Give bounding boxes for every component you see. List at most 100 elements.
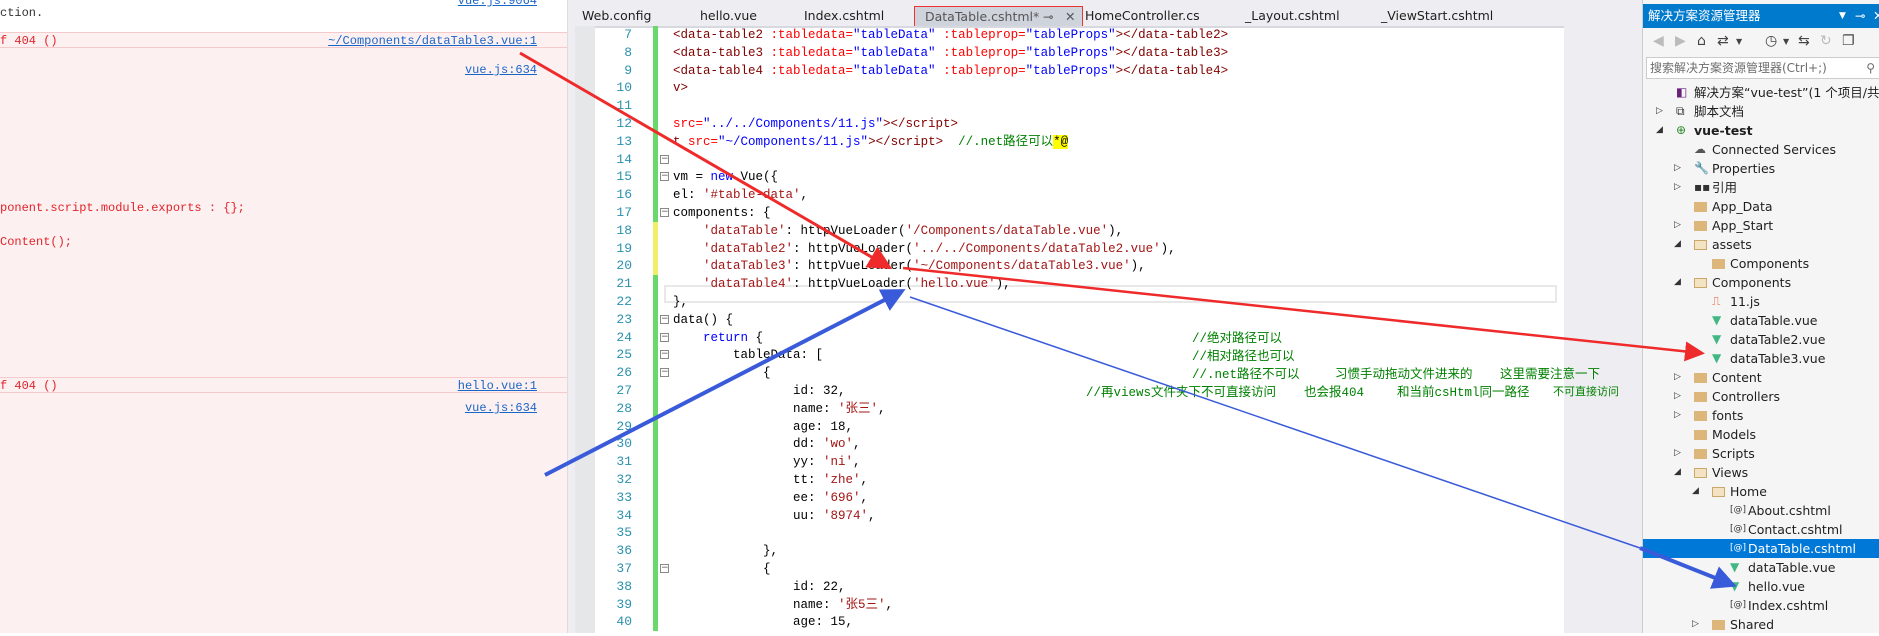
tree-item[interactable]: ▷ Scripts [1643,444,1879,463]
tree-item[interactable]: App_Data [1643,197,1879,216]
code-comment: //.net路径不可以 [1192,368,1300,382]
tree-item[interactable]: ◢assets [1643,235,1879,254]
dropdown-icon[interactable]: ▼ [1736,37,1743,46]
close-icon[interactable]: ✕ [1065,9,1076,24]
tree-item[interactable]: ☁Connected Services [1643,140,1879,159]
tab-viewstart[interactable]: _ViewStart.cshtml [1381,8,1494,23]
tab-index-cshtml[interactable]: Index.cshtml [804,8,885,23]
expand-arrow-icon[interactable]: ▷ [1656,106,1663,116]
source-link[interactable]: vue.js:634 [464,401,537,415]
expand-arrow-icon[interactable]: ▷ [1674,410,1681,420]
forward-icon[interactable]: ▶ [1675,33,1686,49]
pending-changes-icon[interactable]: ◷ [1765,33,1778,49]
tree-item[interactable]: [@]About.cshtml [1643,501,1879,520]
sync-icon[interactable]: ⇆ [1798,33,1810,49]
code-token: '8974' [823,508,869,523]
tab-datatable-cshtml[interactable]: DataTable.cshtml* ⊸ ✕ [914,6,1083,28]
tree-item[interactable]: ▼dataTable.vue [1643,558,1879,577]
folder-icon [1694,444,1707,465]
collapse-all-icon[interactable]: ❐ [1842,33,1855,49]
fold-toggle-icon[interactable]: − [660,207,669,217]
collapse-arrow-icon[interactable]: ◢ [1674,277,1681,287]
collapse-arrow-icon[interactable]: ◢ [1674,239,1681,249]
tab-web-config[interactable]: Web.config [582,8,652,23]
tree-item[interactable]: ◢⊕vue-test [1643,121,1879,140]
tree-item[interactable]: ▼hello.vue [1643,577,1879,596]
fold-toggle-icon[interactable]: − [660,171,669,182]
back-icon[interactable]: ◀ [1653,33,1664,49]
code-token: //.net路径可以 [943,134,1054,149]
source-link[interactable]: hello.vue:1 [457,379,537,393]
tree-item[interactable]: ⎍11.js [1643,292,1879,311]
tree-item[interactable]: ▷▪▪引用 [1643,178,1879,197]
tree-item[interactable]: ▷Controllers [1643,387,1879,406]
fold-toggle-icon[interactable]: − [660,331,669,342]
source-link[interactable]: ~/Components/dataTable3.vue:1 [328,34,537,48]
expand-arrow-icon[interactable]: ▷ [1674,163,1681,173]
line-number: 27 [616,383,632,398]
fold-toggle-icon[interactable]: − [660,349,669,360]
tree-item[interactable]: ◢Components [1643,273,1879,292]
source-link[interactable]: vue.js:9064 [457,0,537,8]
code-token: 'dataTable2' [703,241,794,256]
tree-item[interactable]: ▷Content [1643,368,1879,387]
fold-toggle-icon[interactable]: − [660,563,669,573]
tree-item[interactable]: ▼dataTable.vue [1643,311,1879,330]
code-token: "tableProps" [1025,28,1116,42]
tree-item[interactable]: ◢Home [1643,482,1879,501]
refresh-icon[interactable]: ↻ [1820,33,1832,49]
tree-item[interactable]: ▼dataTable2.vue [1643,330,1879,349]
code-line: <data-table3 :tabledata="tableData" :tab… [673,44,1228,62]
fold-toggle-icon[interactable]: − [660,313,669,324]
line-number: 11 [616,98,632,114]
code-line: <data-table4 :tabledata="tableData" :tab… [673,62,1228,80]
tree-item[interactable]: ▷App_Start [1643,216,1879,235]
tree-item[interactable]: ◢Views [1643,463,1879,482]
close-icon[interactable]: ✕ [1873,8,1879,23]
collapse-arrow-icon[interactable]: ◢ [1674,467,1681,477]
change-indicator [653,560,658,578]
tree-item-label: Scripts [1712,446,1755,461]
expand-arrow-icon[interactable]: ▷ [1674,182,1681,192]
dropdown-icon[interactable]: ▼ [1839,11,1846,21]
wrench-icon: 🔧 [1694,161,1709,175]
pin-icon[interactable]: ⊸ [1855,8,1866,23]
tree-item[interactable]: ▷fonts [1643,406,1879,425]
expand-arrow-icon[interactable]: ▷ [1692,619,1699,629]
search-input[interactable]: 搜索解决方案资源管理器(Ctrl+;) ⚲ [1646,57,1879,79]
tab-hello-vue[interactable]: hello.vue [700,8,757,23]
source-link[interactable]: vue.js:634 [464,63,537,77]
expand-arrow-icon[interactable]: ▷ [1674,372,1681,382]
tab-layout[interactable]: _Layout.cshtml [1245,8,1340,23]
code-token: '张三' [838,401,879,416]
dropdown-icon[interactable]: ▼ [1783,37,1790,46]
code-line: data() { [673,311,733,329]
script-docs-icon: ⧉ [1676,104,1685,118]
expand-arrow-icon[interactable]: ▷ [1674,391,1681,401]
tree-item[interactable]: Components [1643,254,1879,273]
switch-views-icon[interactable]: ⇄ [1717,33,1729,49]
tree-item[interactable]: [@]Contact.cshtml [1643,520,1879,539]
tree-item[interactable]: ▷Shared [1643,615,1879,634]
home-icon[interactable]: ⌂ [1697,33,1706,49]
fold-toggle-icon[interactable]: − [660,153,669,164]
collapse-arrow-icon[interactable]: ◢ [1656,125,1663,135]
code-token: '/Components/dataTable.vue' [905,223,1109,238]
collapse-arrow-icon[interactable]: ◢ [1692,486,1699,496]
code-line: vm = new Vue({ [673,168,778,186]
tree-item[interactable]: [@]Index.cshtml [1643,596,1879,615]
code-token: Vue({ [733,170,779,185]
pin-icon[interactable]: ⊸ [1043,9,1054,24]
change-indicator [653,435,658,454]
fold-toggle-icon[interactable]: − [660,367,669,378]
tree-item[interactable]: ◧解决方案“vue-test”(1 个项目/共 1 个) [1643,83,1879,102]
tab-homecontroller[interactable]: HomeController.cs [1085,8,1200,23]
expand-arrow-icon[interactable]: ▷ [1674,220,1681,230]
tree-item[interactable]: ▷🔧Properties [1643,159,1879,178]
tree-item[interactable]: [@]DataTable.cshtml [1643,539,1879,558]
tree-item[interactable]: Models [1643,425,1879,444]
tree-item[interactable]: ▼dataTable3.vue [1643,349,1879,368]
tree-item[interactable]: ▷⧉脚本文档 [1643,102,1879,121]
expand-arrow-icon[interactable]: ▷ [1674,448,1681,458]
search-icon[interactable]: ⚲ [1866,61,1875,75]
